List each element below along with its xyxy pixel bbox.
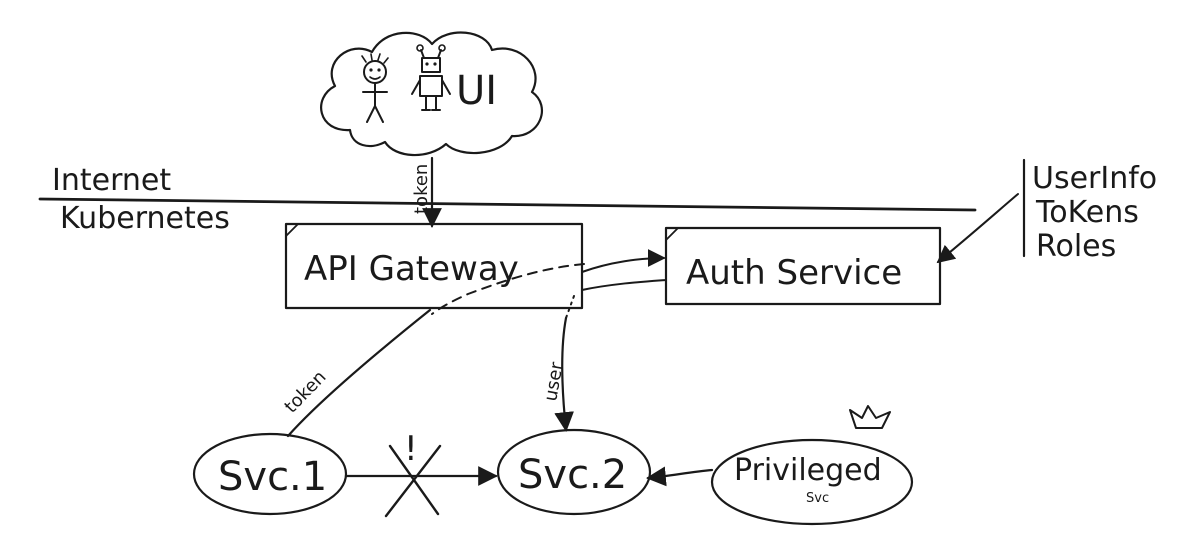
svc1-label: Svc.1 xyxy=(218,454,327,500)
privileged-sublabel: Svc xyxy=(806,491,829,506)
auth-info-item: UserInfo xyxy=(1032,161,1157,196)
api-gateway-box: API Gateway xyxy=(284,222,584,310)
auth-info-list: UserInfo ToKens Roles xyxy=(936,158,1157,264)
edge-privileged-to-svc2 xyxy=(646,466,714,487)
edge-gateway-to-svc1: token xyxy=(280,308,432,438)
crown-icon xyxy=(849,405,891,429)
api-gateway-label: API Gateway xyxy=(304,249,519,289)
edge-label-token-svc1: token xyxy=(280,367,330,418)
edge-auth-return xyxy=(581,279,667,291)
blocked-mark: ! xyxy=(404,429,418,469)
network-boundary: Internet Kubernetes xyxy=(38,163,977,236)
edge-gateway-to-auth xyxy=(581,249,666,273)
auth-info-item: Roles xyxy=(1036,229,1116,264)
privileged-label: Privileged xyxy=(734,453,882,488)
boundary-line xyxy=(38,197,977,212)
client-cloud: UI xyxy=(320,31,543,157)
auth-info-item: ToKens xyxy=(1035,195,1139,230)
dashed-auth-path xyxy=(431,263,585,315)
kubernetes-label: Kubernetes xyxy=(60,201,230,236)
internet-label: Internet xyxy=(52,163,171,198)
privileged-svc-node: Privileged Svc xyxy=(710,405,914,526)
blocked-x-icon xyxy=(384,444,442,518)
svc1-node: Svc.1 xyxy=(192,432,348,516)
auth-service-box: Auth Service xyxy=(664,226,942,306)
cloud-outline xyxy=(320,31,543,157)
svc2-node: Svc.2 xyxy=(496,428,652,516)
edge-svc1-to-svc2-blocked: ! xyxy=(344,429,498,518)
cloud-label: UI xyxy=(456,68,497,114)
robot-icon xyxy=(411,44,451,111)
svc2-label: Svc.2 xyxy=(518,452,627,498)
auth-service-label: Auth Service xyxy=(686,253,902,293)
edge-label-token-in: token xyxy=(411,164,432,214)
edge-client-to-gateway: token xyxy=(411,156,442,228)
edge-info-to-auth xyxy=(936,193,1019,264)
edge-gateway-to-svc2: user xyxy=(540,295,575,432)
user-stick-figure-icon xyxy=(361,53,389,123)
